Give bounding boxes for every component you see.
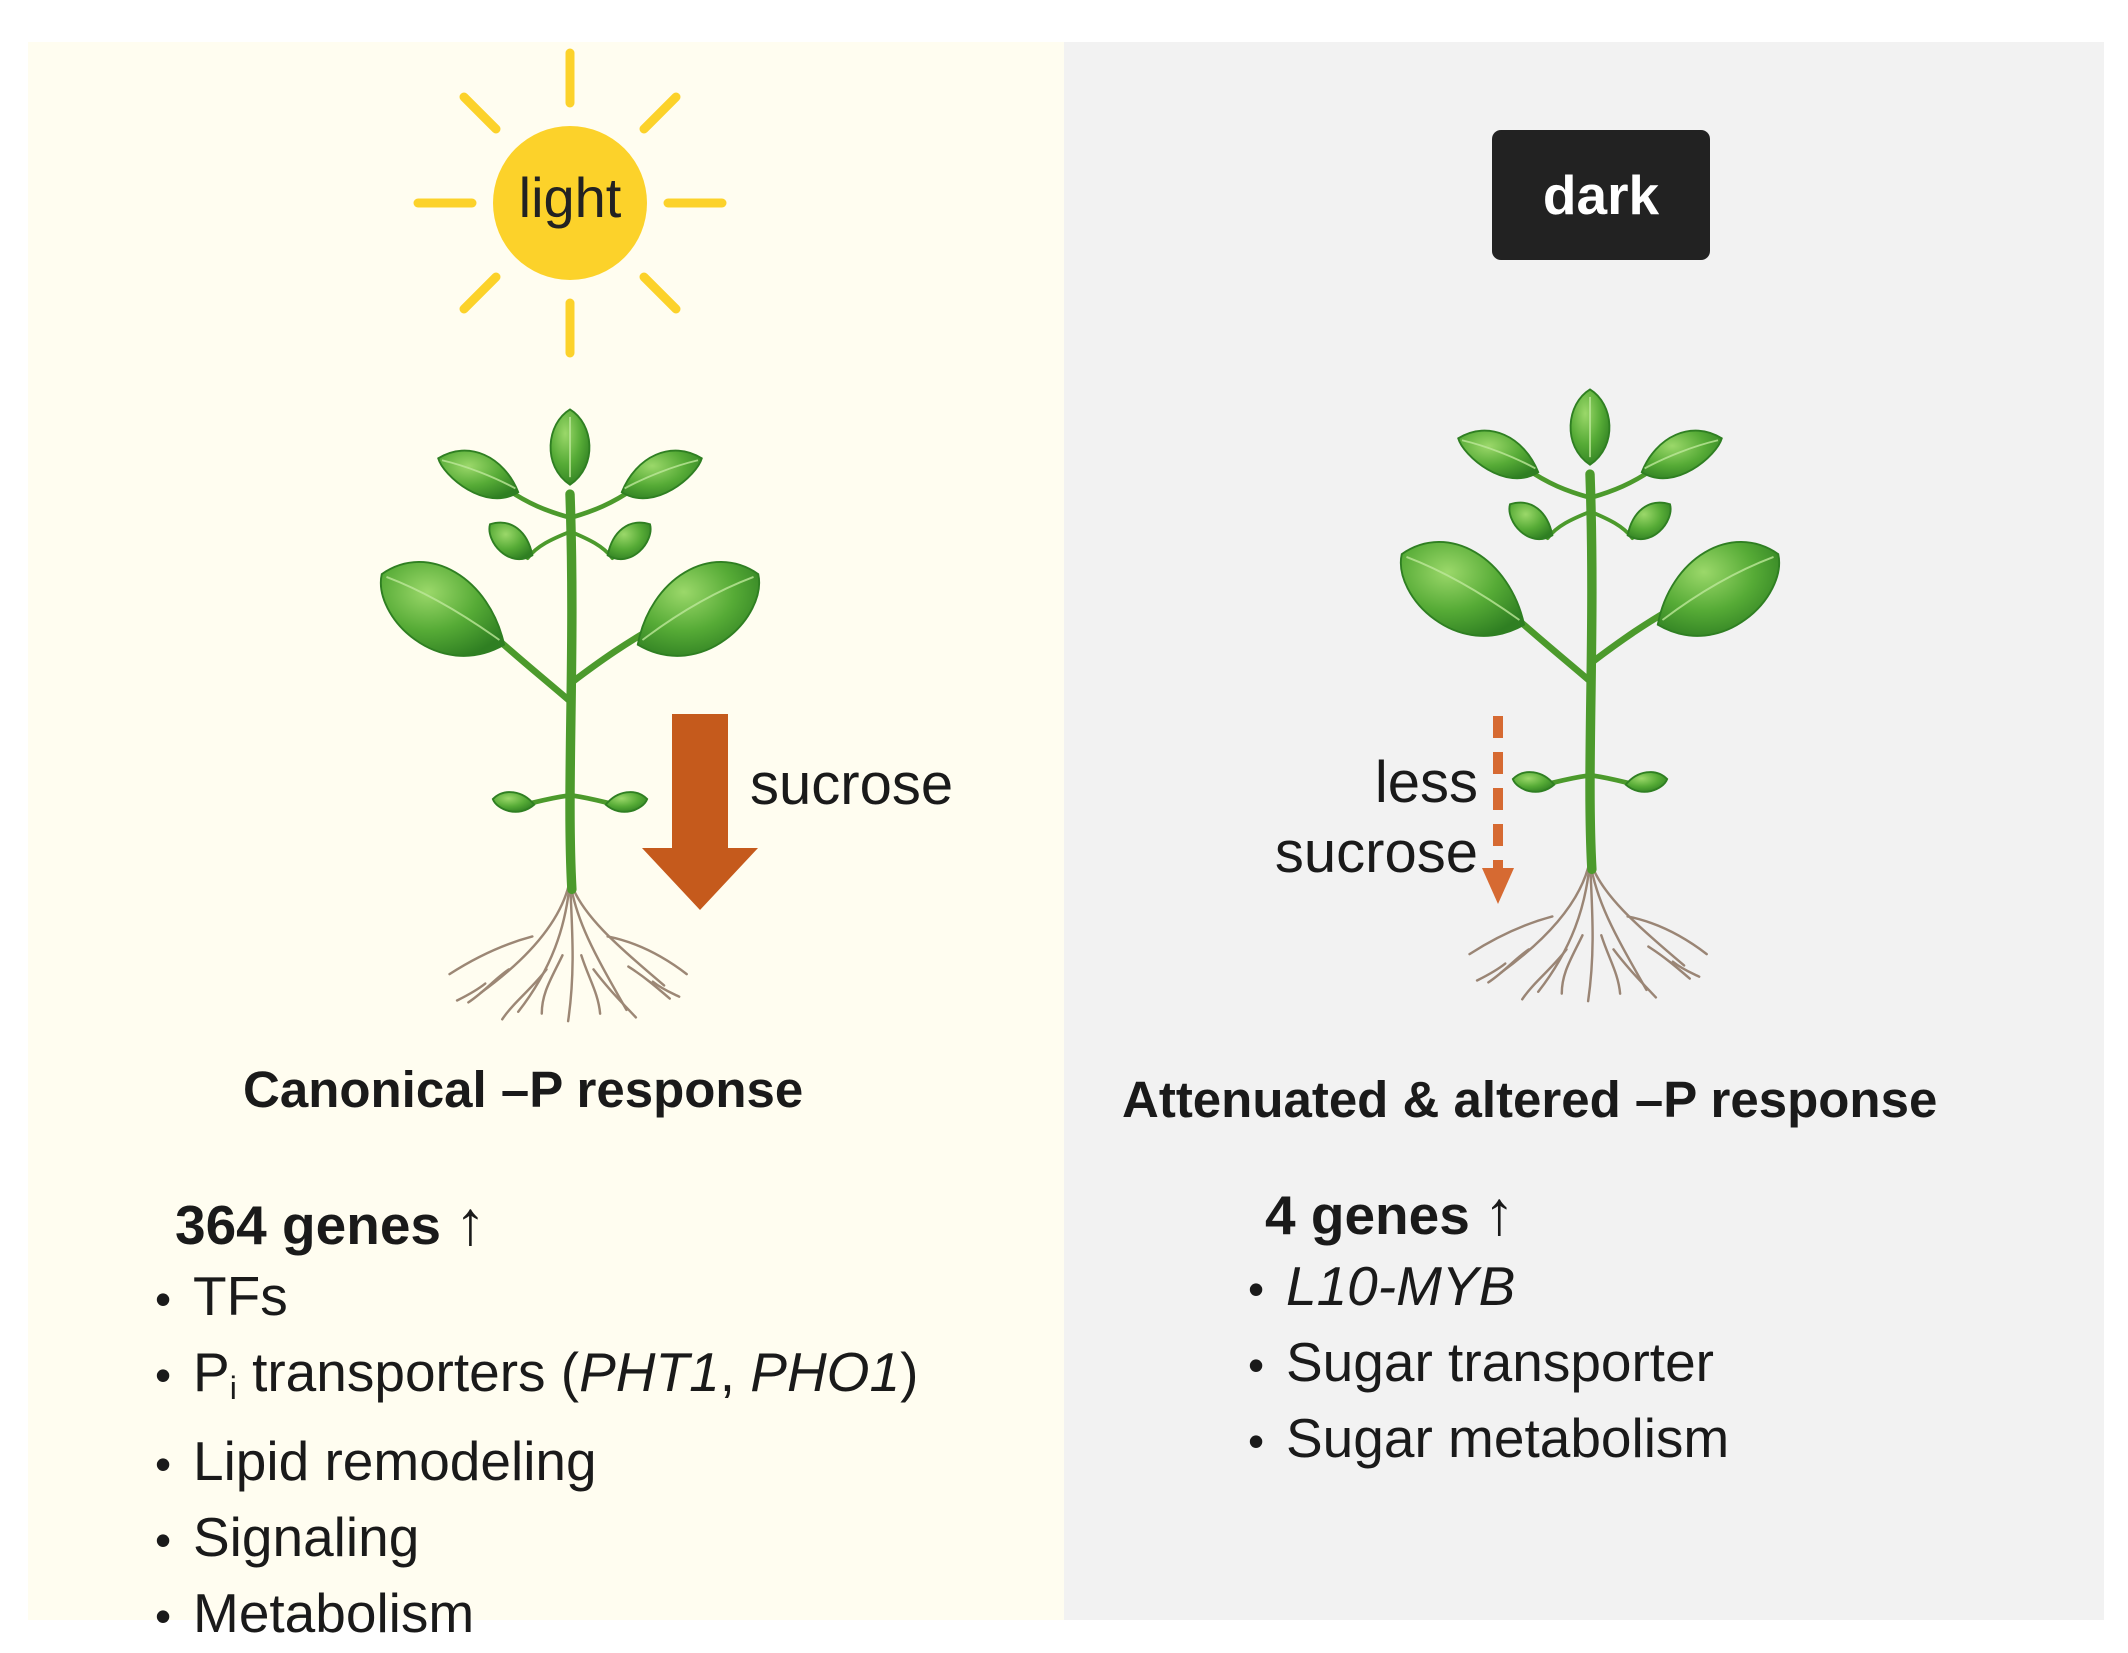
list-item: •Sugar metabolism — [1248, 1407, 1730, 1469]
list-item: •Lipid remodeling — [155, 1430, 597, 1492]
less-sucrose-line-2: sucrose — [1274, 820, 1478, 885]
dark-response-heading: Attenuated & altered –P response — [1122, 1071, 1938, 1128]
list-item: •TFs — [155, 1265, 288, 1327]
light-condition-panel — [28, 42, 1064, 1620]
light-label: light — [518, 165, 622, 229]
light-response-heading: Canonical –P response — [243, 1061, 804, 1118]
sucrose-arrow — [642, 714, 758, 910]
less-sucrose-label: less sucrose — [1228, 748, 1478, 888]
less-sucrose-dashed-arrow — [1482, 716, 1514, 904]
less-sucrose-line-1: less — [1374, 750, 1478, 815]
list-item: •L10-MYB — [1248, 1255, 1516, 1317]
light-genes-count: 364 genes↑ — [175, 1188, 486, 1259]
plant-dark-illustration — [1380, 380, 1800, 1020]
dark-label-badge: dark — [1492, 130, 1710, 260]
list-item: •Signaling — [155, 1506, 420, 1568]
list-item: •Pi transporters (PHT1, PHO1) — [155, 1341, 919, 1406]
list-item: •Metabolism — [155, 1582, 475, 1644]
sucrose-label: sucrose — [750, 752, 954, 817]
upregulated-arrow-icon: ↑ — [1483, 1179, 1515, 1248]
sun-icon — [413, 48, 727, 358]
dark-gene-categories: •L10-MYB •Sugar transporter •Sugar metab… — [1248, 1250, 1729, 1478]
dark-genes-count: 4 genes↑ — [1265, 1178, 1515, 1249]
dark-condition-panel — [1064, 42, 2104, 1620]
upregulated-arrow-icon: ↑ — [455, 1189, 487, 1258]
light-gene-categories: •TFs •Pi transporters (PHT1, PHO1) •Lipi… — [155, 1260, 918, 1653]
dark-genes-count-text: 4 genes — [1265, 1184, 1470, 1246]
list-item: •Sugar transporter — [1248, 1331, 1714, 1393]
light-genes-count-text: 364 genes — [175, 1194, 442, 1256]
